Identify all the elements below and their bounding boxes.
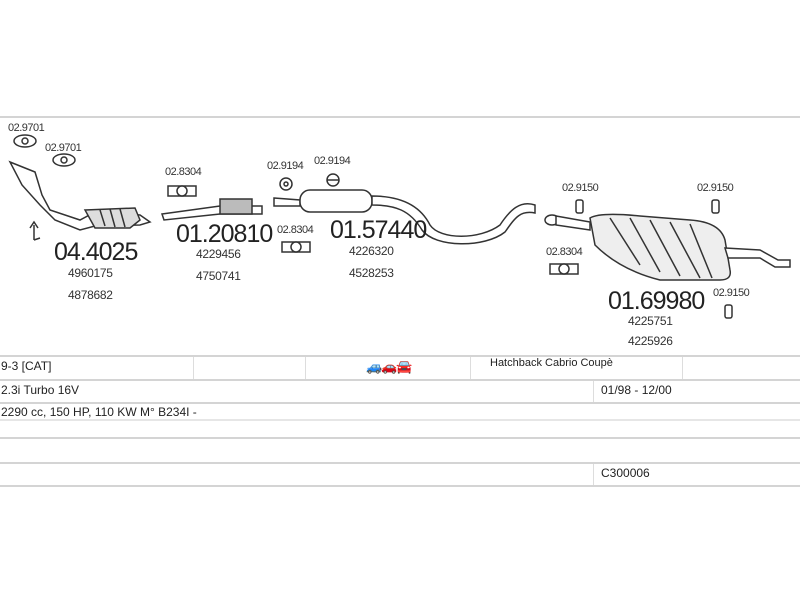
hatchback-car-icon: 🚙 xyxy=(366,359,382,374)
table-row-divider xyxy=(0,485,800,487)
table-row-divider xyxy=(0,462,800,464)
gasket-label: 02.9701 xyxy=(8,122,45,134)
table-row-divider xyxy=(0,419,800,421)
catalyst-ref: 4960175 xyxy=(68,266,113,280)
rear-silencer-ref: 4225751 xyxy=(628,314,673,328)
hanger-label: 02.9150 xyxy=(713,287,750,299)
top-divider xyxy=(0,116,800,118)
hanger-icon xyxy=(711,199,720,214)
clamp-label: 02.8304 xyxy=(546,246,583,258)
col-divider xyxy=(593,381,594,402)
front-pipe-ref: 4229456 xyxy=(196,247,241,261)
clamp-label: 02.8304 xyxy=(165,166,202,178)
gasket-icon xyxy=(13,134,37,148)
hanger-icon xyxy=(724,304,733,319)
col-divider xyxy=(193,357,194,379)
catalyst-part-number: 04.4025 xyxy=(54,238,138,266)
hanger-label: 02.9150 xyxy=(697,182,734,194)
table-row-divider xyxy=(0,437,800,439)
front-pipe-ref: 4750741 xyxy=(196,269,241,283)
table-row-divider xyxy=(0,402,800,404)
catalyst-ref: 4878682 xyxy=(68,288,113,302)
hanger-icon xyxy=(575,199,584,214)
code-cell: C300006 xyxy=(601,466,650,480)
rear-silencer-part-number: 01.69980 xyxy=(608,287,705,315)
col-divider xyxy=(682,357,683,379)
table-row-divider xyxy=(0,355,800,357)
coupe-car-icon: 🚘 xyxy=(396,359,412,374)
ring-label: 02.9194 xyxy=(314,155,351,167)
front-pipe-icon xyxy=(161,198,263,221)
clamp-label: 02.8304 xyxy=(277,224,314,236)
middle-silencer-part-number: 01.57440 xyxy=(330,216,427,244)
exhaust-parts-drawing xyxy=(8,134,791,319)
gasket-icon xyxy=(52,153,76,167)
engine-cell: 2.3i Turbo 16V xyxy=(1,383,80,397)
clamp-icon xyxy=(167,185,197,197)
col-divider xyxy=(470,357,471,379)
ring-icon xyxy=(326,173,340,187)
hanger-label: 02.9150 xyxy=(562,182,599,194)
years-cell: 01/98 - 12/00 xyxy=(601,383,672,397)
ring-label: 02.9194 xyxy=(267,160,304,172)
clamp-icon xyxy=(549,263,579,275)
gasket-label: 02.9701 xyxy=(45,142,82,154)
clamp-icon xyxy=(281,241,311,253)
ring-icon xyxy=(279,177,293,191)
col-divider xyxy=(305,357,306,379)
specs-cell: 2290 cc, 150 HP, 110 KW M° B234I - xyxy=(1,405,197,419)
middle-silencer-icon xyxy=(273,189,536,245)
rear-silencer-ref: 4225926 xyxy=(628,334,673,348)
col-divider xyxy=(593,464,594,485)
rear-silencer-icon xyxy=(544,213,791,281)
table-row-divider xyxy=(0,379,800,381)
cabrio-car-icon: 🚗 xyxy=(381,359,397,374)
front-pipe-part-number: 01.20810 xyxy=(176,220,273,248)
model-cell: 9-3 [CAT] xyxy=(1,359,52,373)
body-types-cell: Hatchback Cabrio Coupè xyxy=(490,357,613,369)
middle-silencer-ref: 4226320 xyxy=(349,244,394,258)
catalyst-icon xyxy=(8,160,152,241)
middle-silencer-ref: 4528253 xyxy=(349,266,394,280)
car-body-icons: 🚙🚗🚘 xyxy=(366,359,413,375)
